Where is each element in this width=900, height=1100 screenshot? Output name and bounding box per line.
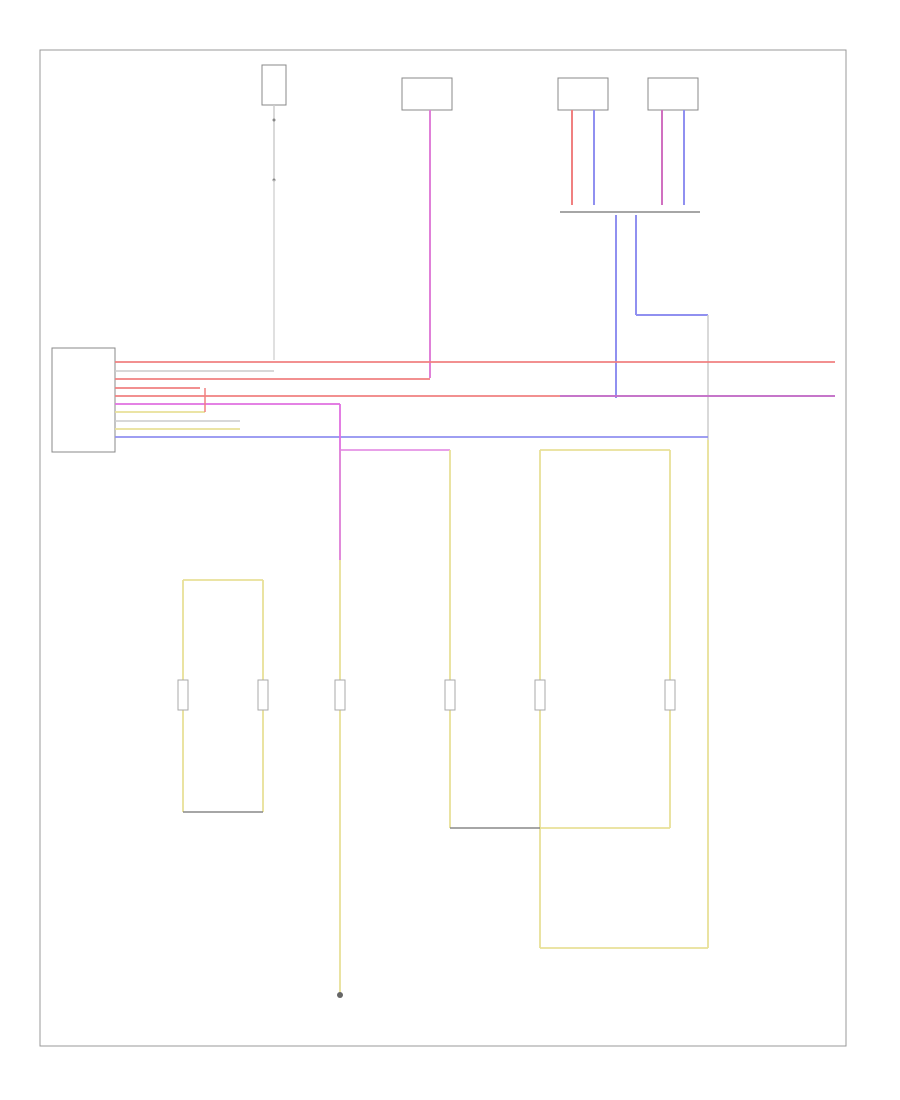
ground-point [337, 992, 343, 998]
top-left-switch [261, 64, 287, 182]
page-frame [39, 49, 847, 1047]
bus-wires [115, 361, 835, 450]
branch-center [334, 450, 346, 998]
control-module [51, 347, 116, 453]
branch-right-group [444, 440, 709, 949]
speaker-left [557, 77, 609, 205]
branch-pair-left [177, 579, 269, 813]
speaker-right [647, 77, 699, 205]
fuse-block [401, 77, 453, 378]
